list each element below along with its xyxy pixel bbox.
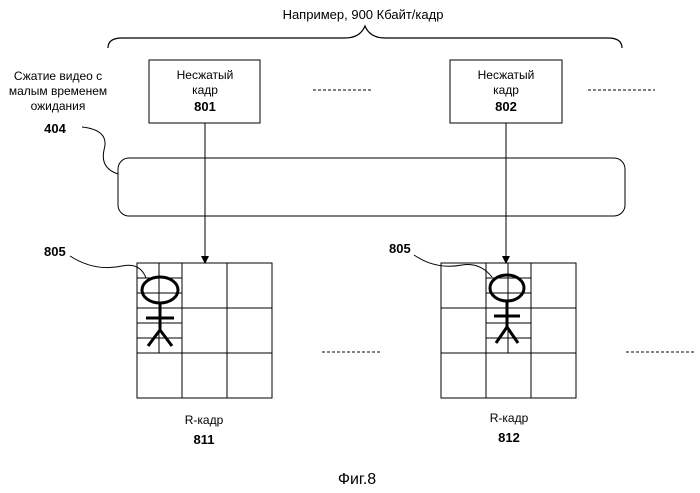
side-label-ref: 404 — [44, 121, 66, 136]
svg-text:малым временем: малым временем — [9, 84, 107, 98]
svg-text:кадр: кадр — [493, 83, 519, 97]
side-label: Сжатие видео с малым временем ожидания 4… — [9, 69, 107, 136]
uncompressed-frame-801: Несжатый кадр 801 — [149, 60, 260, 123]
svg-text:Сжатие видео с: Сжатие видео с — [14, 69, 102, 83]
svg-text:ожидания: ожидания — [31, 99, 86, 113]
callout-805-left: 805 — [44, 244, 66, 259]
callout-805-left-leader — [70, 256, 146, 278]
svg-text:Несжатый: Несжатый — [478, 68, 535, 82]
svg-text:802: 802 — [495, 99, 517, 114]
svg-text:Несжатый: Несжатый — [177, 68, 234, 82]
top-brace — [108, 26, 622, 48]
callout-805-right: 805 — [389, 241, 411, 256]
figure-caption: Фиг.8 — [338, 471, 376, 488]
svg-text:кадр: кадр — [192, 83, 218, 97]
r-frame-label-812: R-кадр — [490, 411, 529, 425]
svg-text:801: 801 — [194, 99, 216, 114]
stick-figure-icon — [490, 275, 524, 343]
callout-805-right-leader — [414, 255, 492, 277]
encoder-leader — [82, 127, 118, 174]
top-annotation: Например, 900 Кбайт/кадр — [283, 7, 444, 22]
r-frame-label-811: R-кадр — [185, 413, 224, 427]
r-frame-grid-811 — [137, 263, 272, 398]
r-frame-ref-812: 812 — [498, 430, 520, 445]
encoder-box — [118, 158, 625, 216]
stick-figure-icon — [142, 277, 178, 346]
uncompressed-frame-802: Несжатый кадр 802 — [450, 60, 562, 123]
r-frame-ref-811: 811 — [194, 432, 215, 447]
